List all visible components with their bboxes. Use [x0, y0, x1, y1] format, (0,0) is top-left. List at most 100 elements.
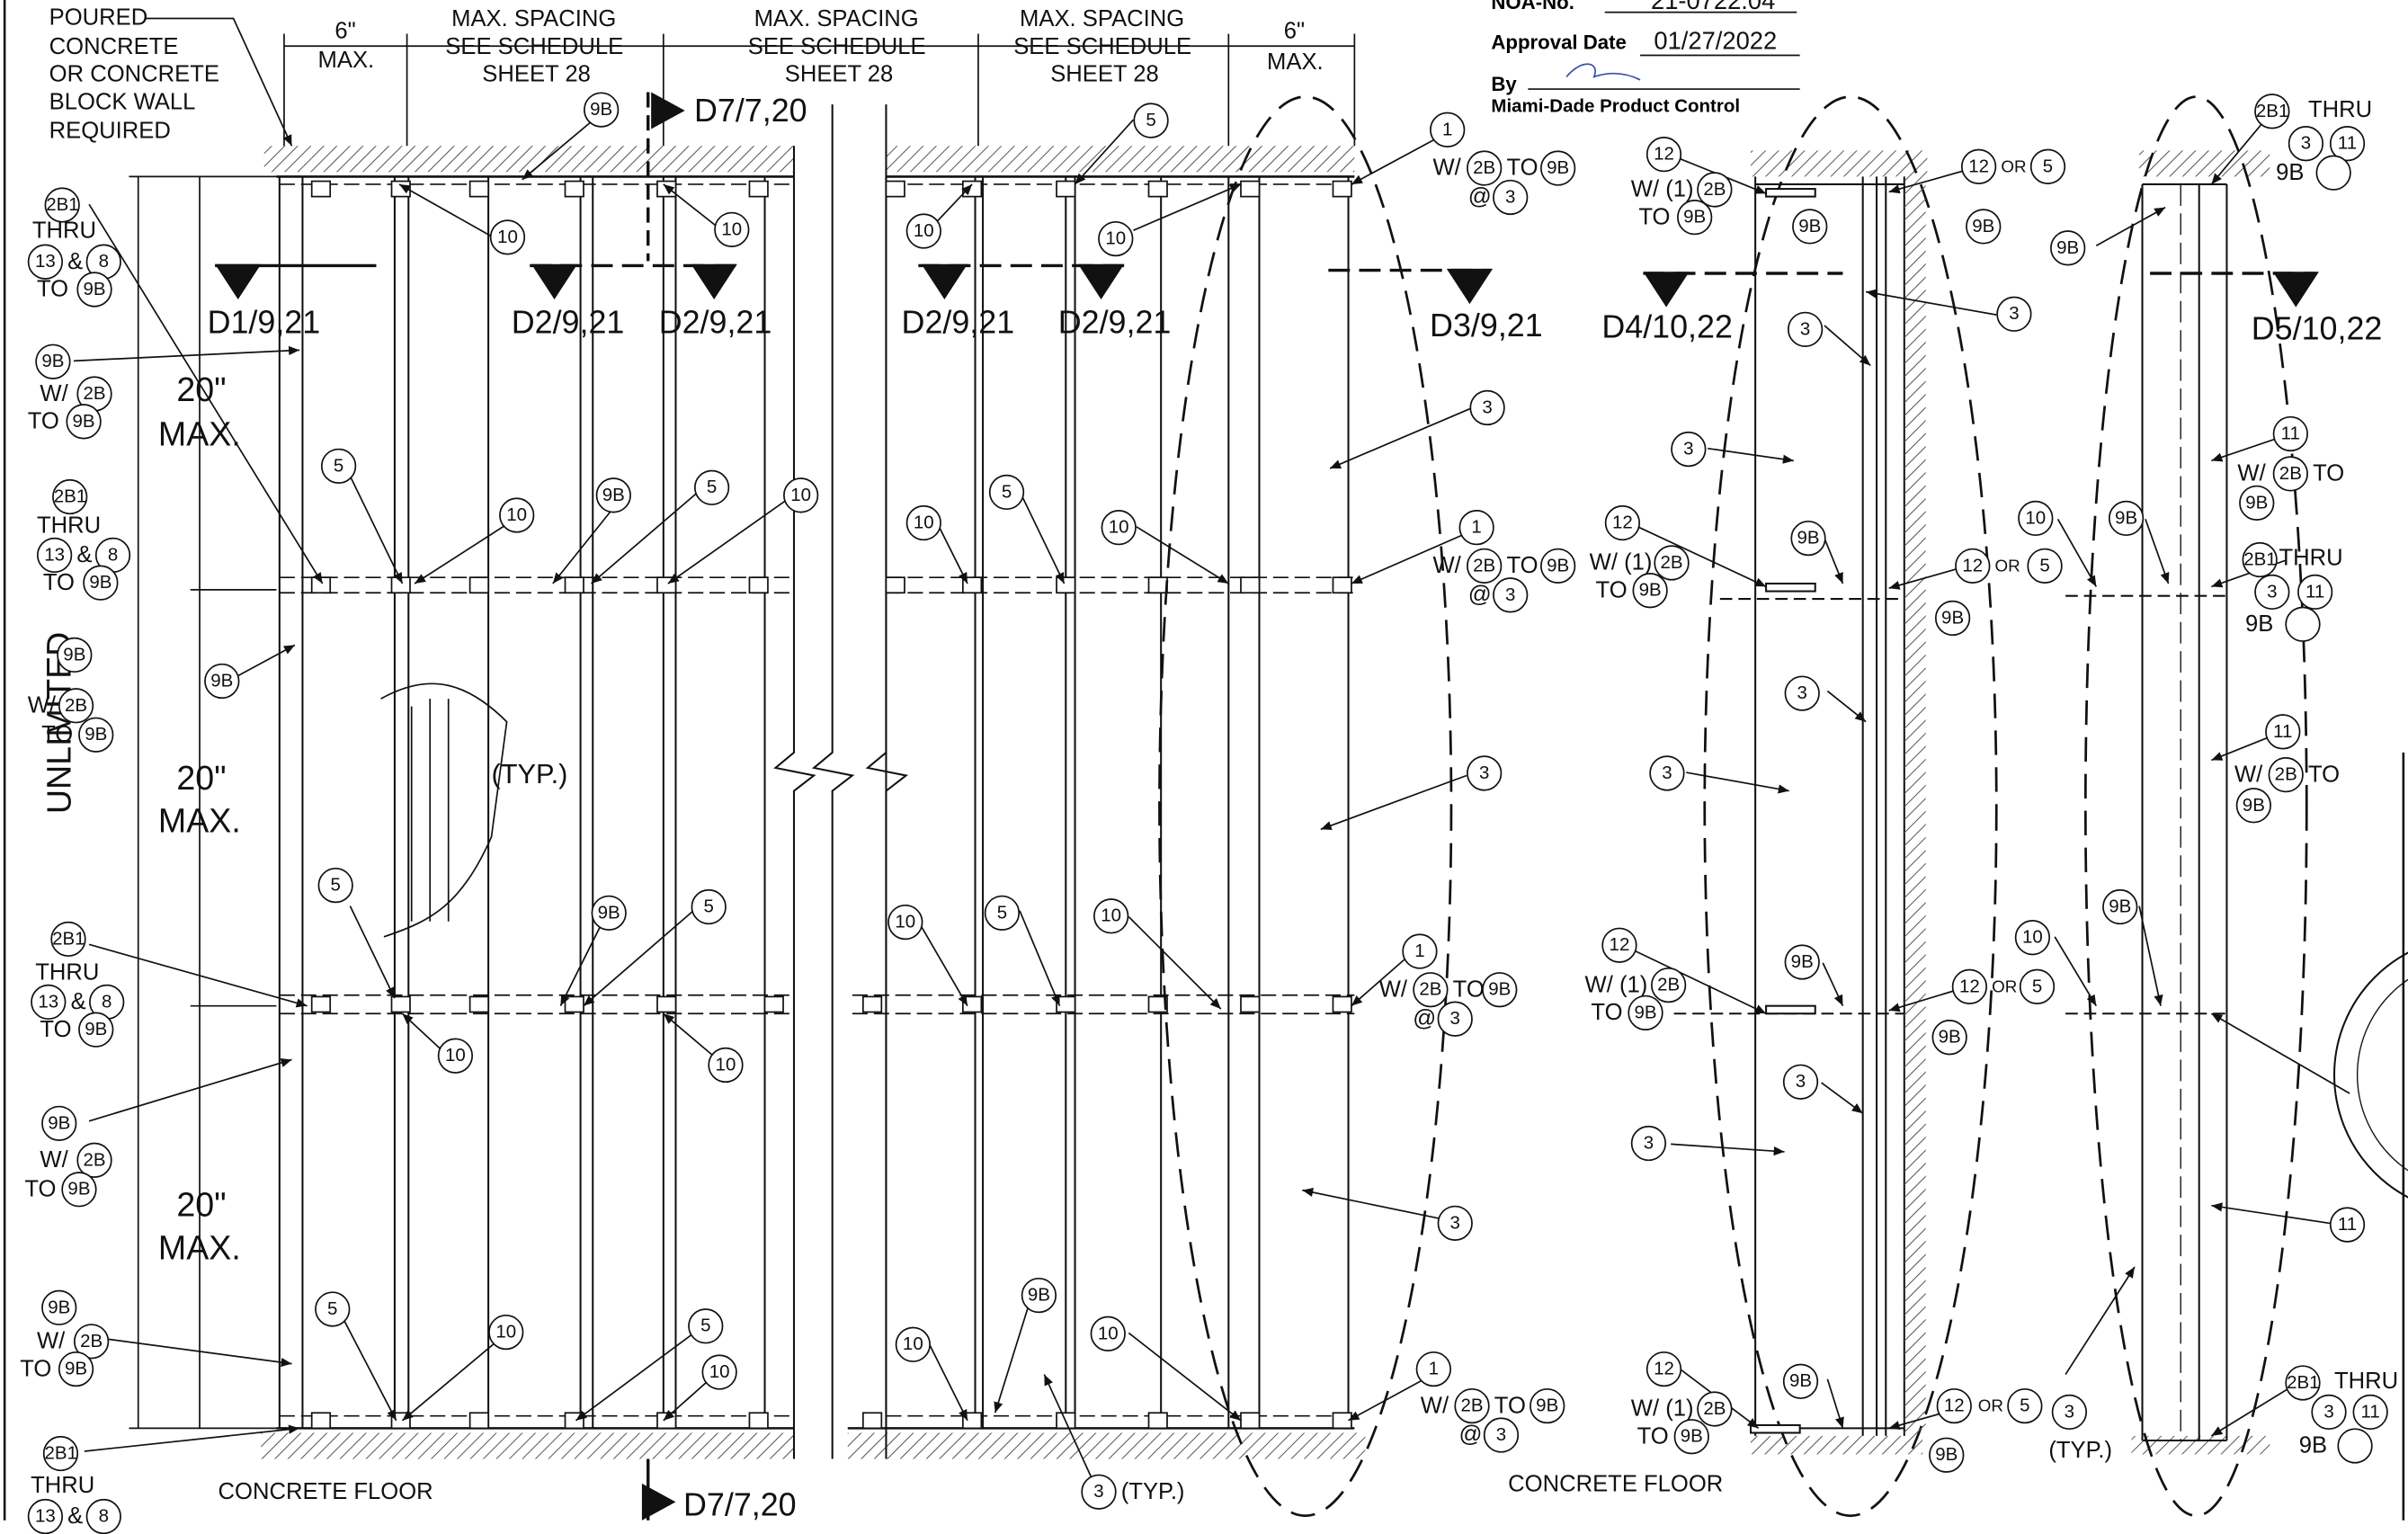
callout-11: 11 — [2272, 415, 2308, 452]
dim-20-2a: 20" — [176, 758, 227, 798]
callout-10: 10 — [1098, 220, 1134, 257]
callout-2b1: 2B1 — [44, 187, 80, 223]
callout-8: 9B — [204, 663, 240, 700]
to-label: TO — [1506, 155, 1538, 182]
thru-label: THRU — [31, 218, 97, 245]
callout-10: 10 — [701, 1354, 737, 1390]
floor-right — [847, 1432, 1366, 1459]
poured-line4: BLOCK WALL — [49, 89, 196, 116]
section-d3: D3/9,21 — [1430, 308, 1543, 344]
callout-10: 10 — [895, 1326, 931, 1362]
callout-9b — [2337, 1428, 2373, 1464]
callout-3: 3 — [1437, 1205, 1473, 1241]
callout-3: 3 — [2288, 126, 2324, 162]
callout-12: 12 — [1936, 1387, 1972, 1424]
callout-5: 5 — [315, 1291, 351, 1327]
callout-12: 12 — [1645, 1351, 1682, 1387]
spacing1-2: SEE SCHEDULE — [445, 33, 624, 60]
concrete-floor-left: CONCRETE FLOOR — [218, 1478, 433, 1505]
detail-ellipse-1 — [1158, 95, 1453, 1518]
at-label: @ — [1458, 1422, 1483, 1449]
callout-5: 5 — [2027, 548, 2063, 584]
seal — [2333, 951, 2408, 1199]
spacing3-1: MAX. SPACING — [1020, 5, 1185, 32]
amp-label: & — [67, 1503, 84, 1530]
callout-2b: 2B — [1413, 972, 1449, 1008]
thru-label: THRU — [2279, 545, 2343, 572]
spacing3-2: SEE SCHEDULE — [1013, 33, 1192, 60]
w-label: W/ — [2237, 460, 2266, 487]
callout-10: 10 — [1101, 510, 1137, 546]
to-label: TO — [1506, 552, 1538, 579]
dim-20-3b: MAX. — [157, 1228, 241, 1268]
at-label: @ — [1413, 1005, 1437, 1032]
callout-3: 3 — [2051, 1394, 2088, 1431]
callout-8: 9B — [35, 343, 71, 379]
spacing2-1: MAX. SPACING — [754, 5, 919, 32]
callout-2b1: 2B1 — [50, 921, 86, 958]
callout-12: 12 — [1955, 548, 1991, 584]
to-label: TO — [1595, 577, 1628, 604]
at-label: @ — [1467, 183, 1492, 210]
section-d2c: D2/9,21 — [901, 305, 1015, 342]
callout-3: 3 — [1469, 389, 1505, 426]
to-label: TO — [36, 276, 69, 303]
w-label: W/ — [1420, 1393, 1449, 1420]
to-label: TO — [20, 1356, 52, 1383]
callout-9b: 9B — [1482, 972, 1518, 1008]
callout-10: 10 — [783, 477, 819, 513]
callout-9b: 9B — [1784, 944, 1820, 980]
callout-10: 10 — [499, 497, 535, 533]
callout-10: 10 — [714, 211, 750, 247]
callout-2b1: 2B1 — [2242, 541, 2278, 578]
callout-2b: 2B — [1467, 150, 1503, 186]
callout-1: 1 — [1415, 1351, 1451, 1387]
callout-9b: 9B — [2108, 500, 2145, 537]
callout-11: 11 — [2265, 714, 2301, 750]
dim-20-1b: MAX. — [157, 415, 241, 453]
w-label: W/ — [1432, 155, 1461, 182]
callout-3: 3 — [1649, 755, 1685, 791]
callout-13: 13 — [31, 984, 67, 1021]
to-label: TO — [41, 721, 74, 748]
callout-12: 12 — [1960, 148, 1997, 184]
amp-label: & — [70, 988, 86, 1015]
spacing3-3: SHEET 28 — [1050, 61, 1159, 88]
section-d7-top: D7/7,20 — [693, 94, 807, 129]
callout-11: 11 — [2329, 1207, 2366, 1243]
six-max-right-1: 6" — [1283, 18, 1306, 45]
callout-9b: 9B — [1792, 209, 1828, 245]
to-label: TO — [1638, 204, 1671, 231]
callout-10: 10 — [905, 213, 941, 249]
callout-13: 13 — [27, 244, 64, 280]
callout-5: 5 — [317, 867, 353, 904]
typ-label: (TYP.) — [491, 758, 568, 789]
callout-8: 9B — [57, 637, 93, 673]
callout-3: 3 — [1437, 1001, 1473, 1037]
callout-13: 13 — [36, 537, 73, 574]
callout-2b1: 2B1 — [2285, 1365, 2321, 1401]
callout-5: 5 — [688, 1308, 724, 1344]
section-d2d: D2/9,21 — [1057, 305, 1172, 342]
product-control-label: Miami-Dade Product Control — [1491, 94, 1741, 117]
callout-9b: 9B — [1530, 1387, 1565, 1424]
callout-9b: 9B — [1931, 1020, 1967, 1056]
callout-9b: 9B — [591, 895, 627, 931]
callout-5: 5 — [988, 474, 1025, 511]
dim-20-3a: 20" — [176, 1185, 227, 1225]
to-label: TO — [40, 1016, 72, 1043]
spacing2-3: SHEET 28 — [784, 61, 894, 88]
callout-3: 3 — [1493, 179, 1529, 216]
thru-label: THRU — [35, 959, 100, 986]
callout-10: 10 — [489, 219, 526, 255]
approval-date-label: Approval Date — [1491, 31, 1627, 54]
section-d2b: D2/9,21 — [658, 305, 772, 342]
callout-9b: 9B — [584, 92, 620, 128]
top-concrete-right — [886, 146, 1355, 173]
callout-3: 3 — [1671, 431, 1707, 468]
callout-9b: 9B — [1628, 994, 1663, 1031]
callout-2b: 2B — [1697, 172, 1733, 208]
callout-5: 5 — [691, 888, 727, 925]
callout-10: 10 — [437, 1038, 474, 1074]
callout-10: 10 — [1090, 1315, 1126, 1351]
